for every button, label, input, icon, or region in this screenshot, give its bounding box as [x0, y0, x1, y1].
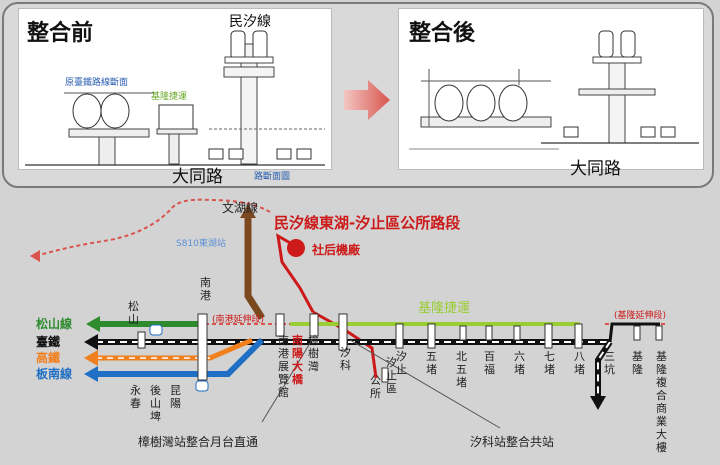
- station-label-bottom-18: 基隆複合商業大樓: [656, 350, 667, 454]
- wenhu-arrow-icon: [240, 204, 256, 218]
- before-panel: 整合前 民汐線 原臺鐵路線斷面 基隆捷運 路斷面圖: [18, 8, 332, 182]
- station-label-bottom-3: 南港展覽館: [278, 334, 289, 399]
- map-title: 民汐線東湖-汐止區公所路段: [274, 214, 460, 232]
- hsr-arrow-icon: [84, 350, 98, 366]
- station-label-bottom-10: 五堵: [426, 350, 437, 376]
- legend-songshan: 松山線: [36, 316, 72, 331]
- dashed-red-route: [35, 198, 271, 257]
- tra-keelung-branch: [608, 322, 660, 343]
- station-label-bottom-13: 六堵: [514, 350, 525, 376]
- station-label-1: 南港: [200, 276, 211, 302]
- after-road-label: 大同路: [570, 159, 621, 179]
- before-top-line-label: 民汐線: [229, 14, 271, 30]
- bannan-arrow-icon: [84, 366, 98, 382]
- station-label-bottom-6: 汐科: [340, 345, 351, 372]
- before-left-section-label: 原臺鐵路線斷面: [65, 78, 129, 88]
- station-label-bottom-8: 汐止區: [386, 355, 397, 395]
- station-label-bottom-9: 汐止: [396, 349, 407, 376]
- bannan-line: [96, 337, 265, 377]
- before-road-section-label: 路斷面圖: [254, 172, 291, 182]
- s810-label: S810東湖站: [176, 237, 226, 249]
- after-title: 整合後: [409, 21, 476, 46]
- comparison-frame: 整合前 民汐線 原臺鐵路線斷面 基隆捷運 路斷面圖 大同路: [2, 2, 714, 188]
- legend-tra: 臺鐵: [36, 334, 60, 349]
- nangang-ext-label: (南港延伸段): [212, 313, 264, 325]
- before-road-label: 大同路: [172, 167, 223, 187]
- station-label-bottom-16: 三坑: [604, 350, 615, 376]
- legend-hsr: 高鐵: [36, 350, 60, 365]
- before-title: 整合前: [27, 21, 94, 46]
- station-label-bottom-7: 公所: [370, 374, 381, 400]
- xike-pointer: [349, 339, 501, 429]
- keelung-mrt-label: 基隆捷運: [418, 301, 470, 316]
- station-label-bottom-17: 基隆: [632, 350, 643, 376]
- station-label-bottom-15: 八堵: [574, 350, 585, 376]
- train-transfer-icon: [195, 380, 209, 392]
- station-label-0: 松山: [128, 299, 139, 326]
- tra-south-arrow-icon: [590, 396, 606, 410]
- station-label-bottom-14: 七堵: [544, 350, 555, 376]
- depot-marker: [287, 239, 305, 257]
- legend-bannan: 板南線: [36, 366, 72, 381]
- songshan-arrow-icon: [86, 316, 100, 332]
- right-arrow-icon: [344, 80, 390, 120]
- after-section-drawing: [409, 30, 699, 150]
- annotation-zhangshuwan: 樟樹灣站整合月台直通: [138, 434, 258, 449]
- tra-branch: [595, 340, 613, 398]
- before-section-drawing: [25, 30, 325, 166]
- station-label-bottom-1: 後山埤: [150, 383, 161, 423]
- annotation-xike: 汐科站整合共站: [470, 434, 554, 449]
- zhangshuwan-pointer: [261, 339, 313, 423]
- station-label-top: 松山 南港: [128, 276, 211, 326]
- station-label-bottom-12: 百福: [484, 350, 495, 376]
- train-transfer-icon: [149, 324, 163, 336]
- station-label-bottom-2: 昆陽: [170, 384, 181, 410]
- depot-label: 社后機廠: [311, 242, 361, 257]
- wenhu-label: 文湖線: [222, 200, 258, 215]
- station-label-bottom-0: 永春: [130, 383, 141, 410]
- before-keelung-label: 基隆捷運: [151, 92, 188, 102]
- keelung-ext-label: (基隆延伸段): [614, 309, 666, 321]
- tra-arrow-icon: [84, 334, 98, 350]
- after-panel: 整合後: [398, 8, 704, 170]
- station-label-bottom-5: 樟樹灣: [308, 333, 319, 373]
- minxi-line: [276, 233, 315, 313]
- station-bars: [137, 313, 663, 383]
- station-label-bottom-11: 北五堵: [456, 350, 467, 389]
- station-label-bottom-4: 南陽大橋: [292, 333, 304, 386]
- dashed-route-arrow-icon: [30, 250, 40, 262]
- wenhu-line: [244, 216, 265, 320]
